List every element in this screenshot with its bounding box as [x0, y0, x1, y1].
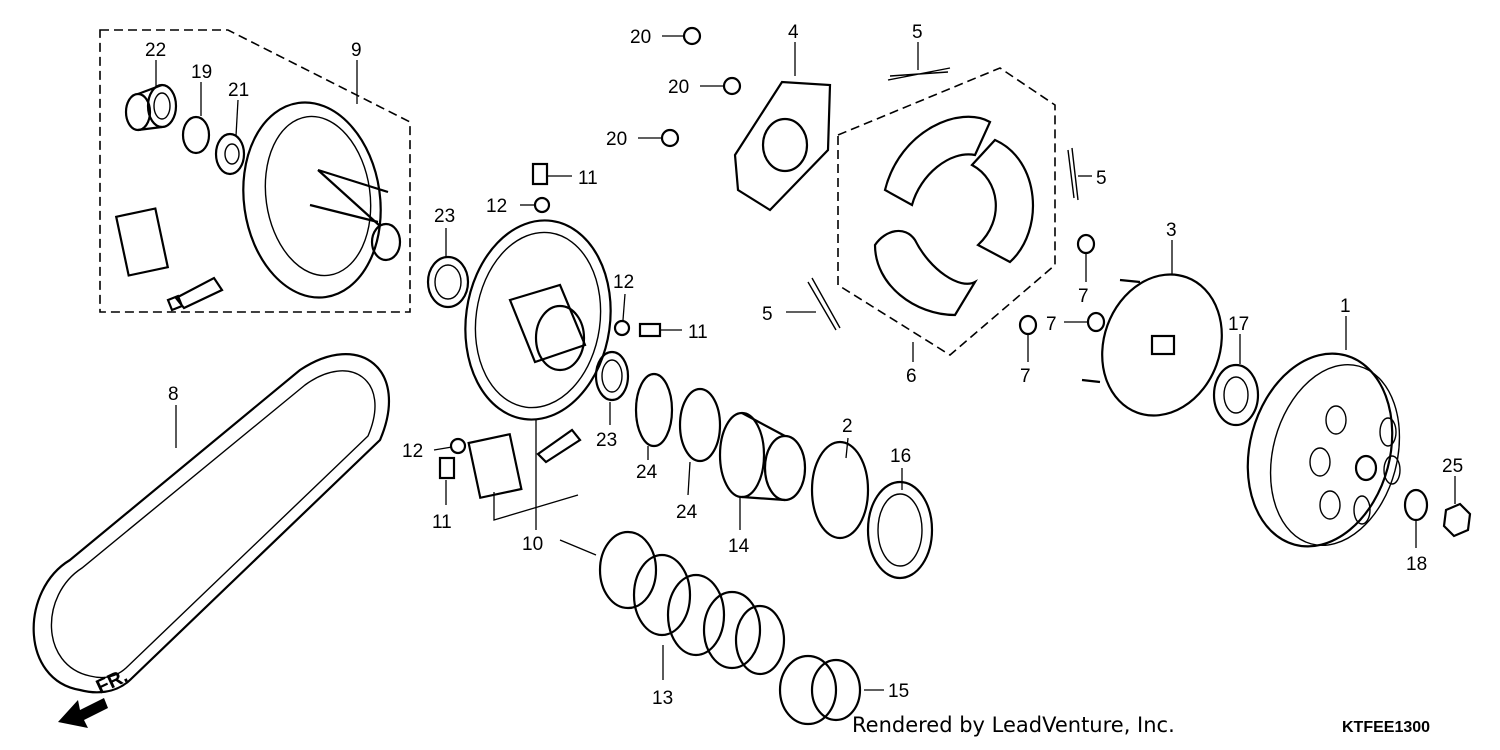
callout-23-upper: 23 [434, 206, 455, 227]
pin-11-lower [438, 456, 456, 480]
callout-21: 21 [228, 80, 249, 101]
callout-14: 14 [728, 536, 750, 557]
spring-5-right [1067, 147, 1079, 201]
nut-20-a [682, 26, 702, 46]
plate-4 [733, 80, 832, 212]
callout-2: 2 [842, 416, 853, 437]
drive-plate-3 [1081, 273, 1223, 417]
callout-17: 17 [1228, 314, 1249, 335]
washer-2 [810, 440, 870, 540]
nut-20-c [660, 128, 680, 148]
callout-8: 8 [168, 384, 179, 405]
callout-23-lower: 23 [596, 430, 617, 451]
callout-12-lower: 12 [402, 441, 423, 462]
callout-16: 16 [890, 446, 911, 467]
oil-seal-23-upper [426, 255, 470, 309]
nut-17 [1212, 363, 1260, 427]
callout-19: 19 [191, 62, 212, 83]
clutch-outer-1 [1246, 352, 1401, 548]
grease-tube-icon [166, 276, 224, 312]
callout-25: 25 [1442, 456, 1463, 477]
front-direction-label: FR. [93, 665, 131, 699]
clutch-shoe-6-upper [883, 115, 992, 207]
clutch-shoe-6-right [970, 138, 1034, 264]
callout-20-b: 20 [668, 77, 689, 98]
callout-22: 22 [145, 40, 166, 61]
leader-lines [155, 35, 1456, 691]
nut-7-c [1018, 314, 1038, 336]
clutch-shoe-6-lower [873, 229, 979, 317]
callout-7-a: 7 [1078, 286, 1089, 307]
callout-7-c: 7 [1020, 366, 1031, 387]
callout-1: 1 [1340, 296, 1351, 317]
nut-20-b [722, 76, 742, 96]
drive-belt-8 [32, 353, 391, 694]
callout-6: 6 [906, 366, 917, 387]
needle-bearing-22 [124, 83, 178, 132]
callout-11-upper: 11 [578, 168, 598, 189]
collar-15 [778, 654, 862, 726]
driven-pulley-10 [464, 219, 612, 421]
callout-12-upper: 12 [486, 196, 507, 217]
callout-20-c: 20 [606, 129, 627, 150]
callout-9: 9 [351, 40, 362, 61]
driven-face-9 [242, 101, 402, 299]
group-outline-driven-face [99, 29, 411, 313]
bearing-21 [214, 132, 246, 176]
label-sticker-10 [467, 432, 523, 500]
front-direction-arrow-icon [58, 698, 108, 728]
callout-10: 10 [522, 534, 543, 555]
callout-5-left: 5 [762, 304, 773, 325]
collar-12-lower [449, 437, 467, 455]
callout-11-middle: 11 [688, 322, 708, 343]
callout-15: 15 [888, 681, 909, 702]
callout-11-lower: 11 [432, 512, 452, 533]
o-ring-24-b [678, 387, 722, 463]
callout-12-middle: 12 [613, 272, 634, 293]
callout-24-b: 24 [676, 502, 698, 523]
o-ring-24-a [634, 372, 674, 448]
group-outline-clutch-shoes [837, 67, 1056, 356]
pin-11-middle [638, 322, 662, 338]
oil-seal-23-lower [594, 350, 630, 402]
collar-12-middle [613, 319, 631, 337]
grease-tube-10 [536, 428, 582, 464]
callout-5-top: 5 [912, 22, 923, 43]
callout-18: 18 [1406, 554, 1427, 575]
spring-5-left [807, 277, 841, 331]
callout-13: 13 [652, 688, 673, 709]
callout-7-b: 7 [1046, 314, 1057, 335]
collar-12-upper [533, 196, 551, 214]
callout-5-right: 5 [1096, 168, 1107, 189]
nut-7-a [1076, 233, 1096, 255]
callout-4: 4 [788, 22, 799, 43]
seal-collar-14 [718, 411, 807, 502]
nut-7-b [1086, 311, 1106, 333]
plate-4-hole [761, 117, 809, 173]
label-sticker-grease [114, 207, 170, 277]
pin-11-upper [531, 162, 549, 186]
washer-18 [1403, 488, 1429, 522]
spring-5-top [887, 67, 951, 81]
circlip-19 [181, 115, 211, 155]
callout-24-a: 24 [636, 462, 658, 483]
callout-3: 3 [1166, 220, 1177, 241]
drive-spring-13 [598, 530, 786, 676]
render-credit: Rendered by LeadVenture, Inc. [852, 713, 1175, 737]
seal-16 [866, 480, 934, 580]
nut-25 [1442, 502, 1472, 538]
diagram-code: KTFEE1300 [1342, 719, 1430, 736]
callout-20-a: 20 [630, 27, 651, 48]
